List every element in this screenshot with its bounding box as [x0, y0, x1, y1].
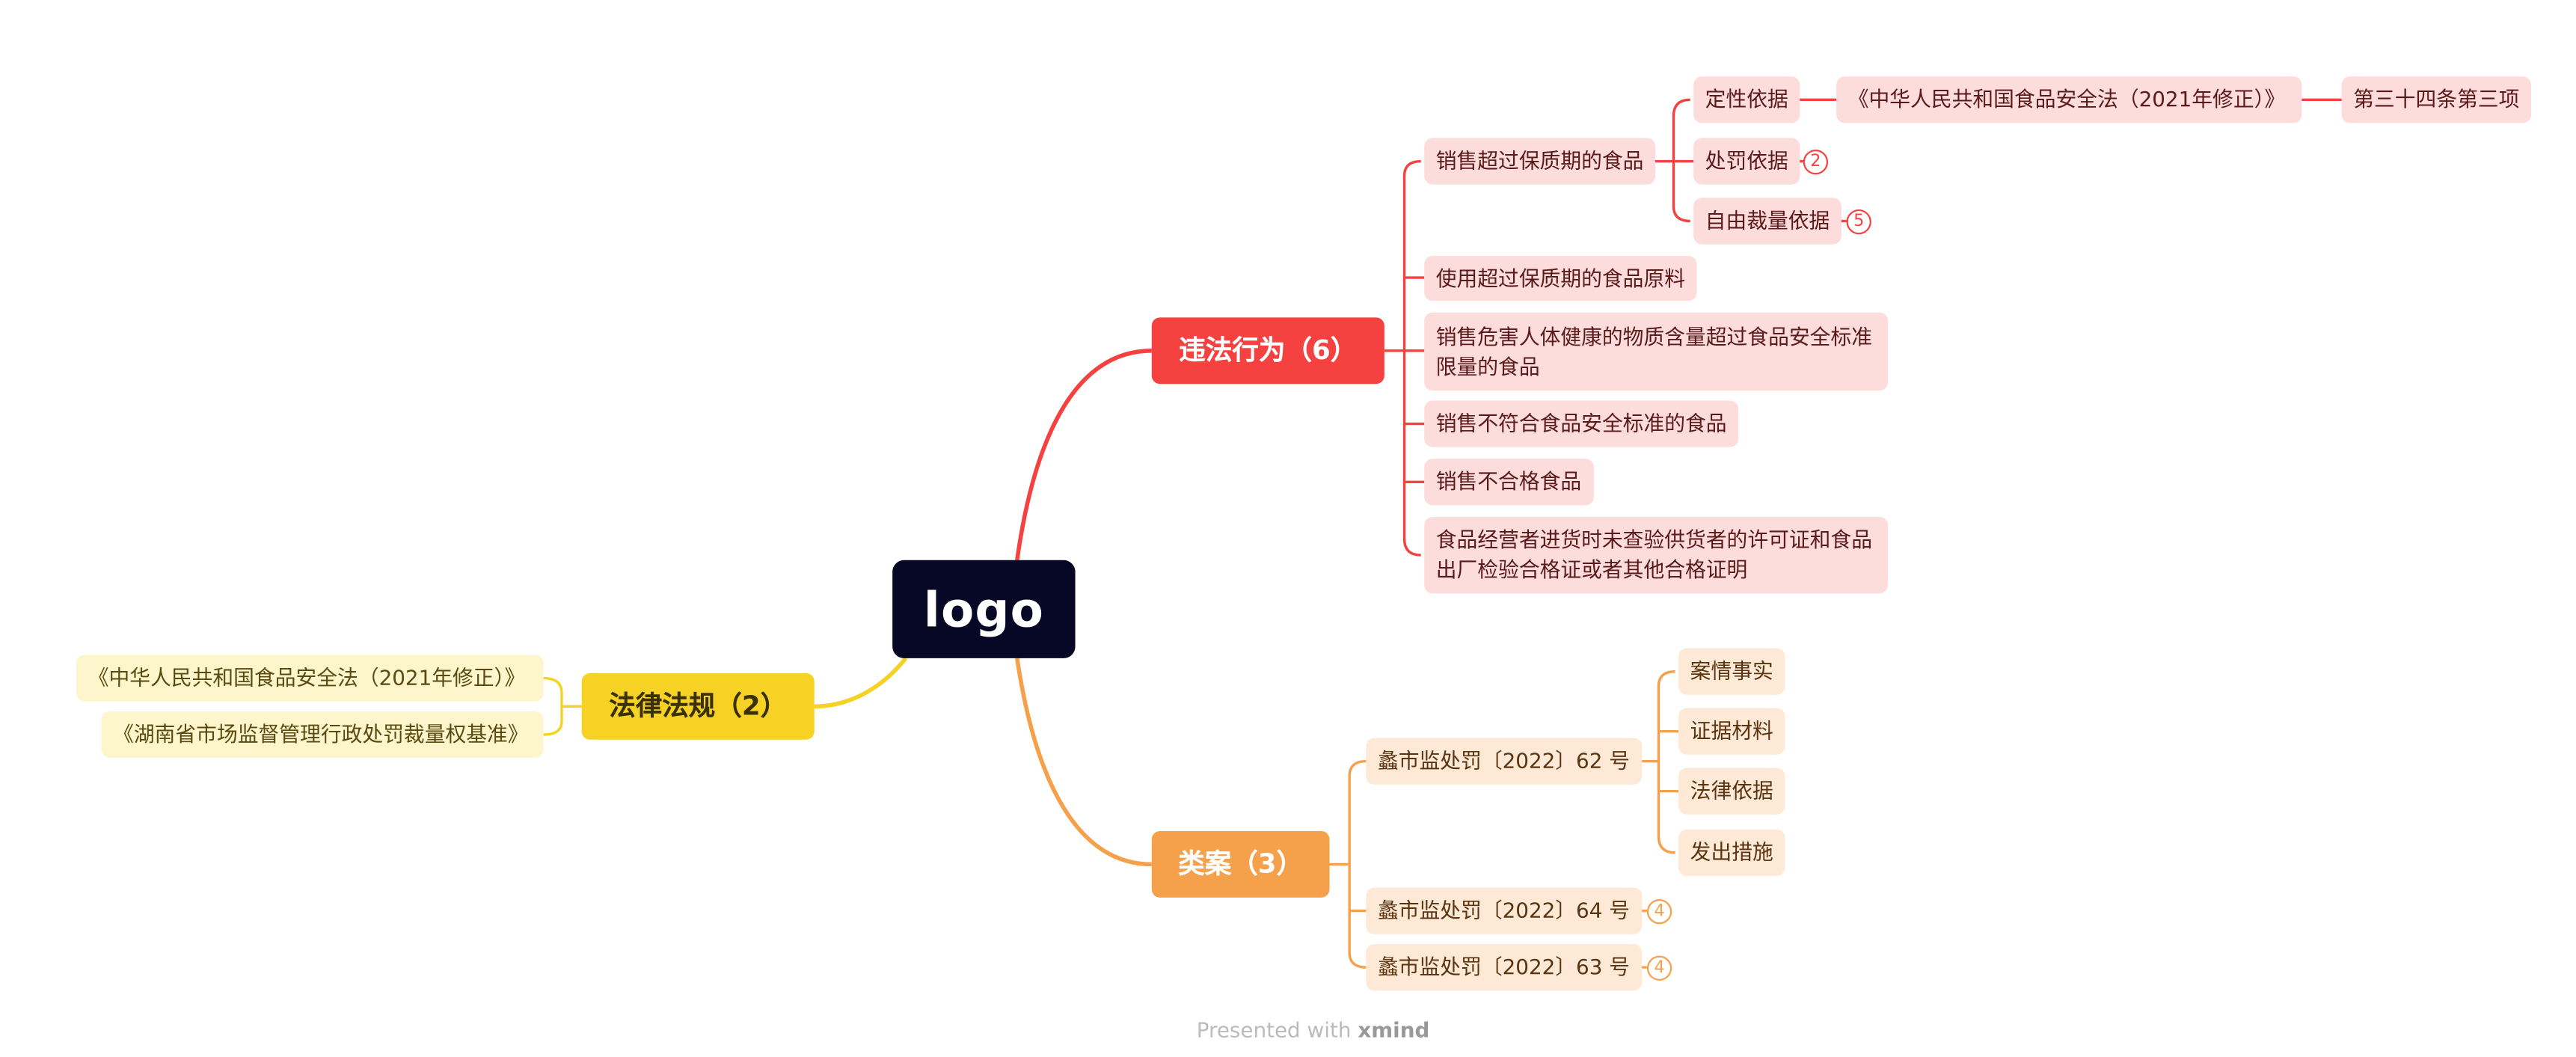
- case-item-label: 蠡市监处罚〔2022〕62 号: [1377, 747, 1631, 773]
- violation-item[interactable]: 销售不合格食品: [1424, 459, 1593, 506]
- violation-item-label: 食品经营者进货时未查验供货者的许可证和食品出厂检验合格证或者其他合格证明: [1435, 527, 1873, 582]
- violation-item[interactable]: 销售危害人体健康的物质含量超过食品安全标准限量的食品: [1424, 312, 1889, 391]
- violation-item-label: 销售不符合食品安全标准的食品: [1435, 410, 1727, 436]
- branch-violations[interactable]: 违法行为（6）: [1151, 317, 1384, 384]
- violation-item-label: 销售不合格食品: [1435, 468, 1582, 494]
- collapsed-count-badge[interactable]: 4: [1646, 955, 1672, 981]
- case-detail[interactable]: 案情事实: [1678, 648, 1785, 695]
- detail-label: 定性依据: [1705, 86, 1788, 111]
- law-item[interactable]: 《湖南省市场监督管理行政处罚裁量权基准》: [101, 711, 544, 759]
- case-detail-label: 证据材料: [1690, 717, 1773, 744]
- branch-laws-label: 法律法规（2）: [609, 690, 788, 722]
- central-topic-label: logo: [923, 580, 1044, 638]
- case-detail[interactable]: 证据材料: [1678, 708, 1785, 755]
- basis-law-label: 《中华人民共和国食品安全法（2021年修正）》: [1847, 86, 2286, 111]
- case-item-label: 蠡市监处罚〔2022〕64 号: [1377, 897, 1631, 923]
- branch-cases-label: 类案（3）: [1178, 848, 1304, 880]
- basis-article[interactable]: 第三十四条第三项: [2341, 76, 2531, 123]
- xmind-brand: xmind: [1358, 1017, 1430, 1043]
- detail-discretion-basis[interactable]: 自由裁量依据: [1693, 197, 1841, 245]
- collapsed-count-badge[interactable]: 2: [1803, 149, 1829, 175]
- collapsed-count-badge[interactable]: 5: [1846, 209, 1871, 235]
- basis-law-title[interactable]: 《中华人民共和国食品安全法（2021年修正）》: [1836, 76, 2302, 123]
- violation-item[interactable]: 食品经营者进货时未查验供货者的许可证和食品出厂检验合格证或者其他合格证明: [1424, 517, 1889, 594]
- case-detail[interactable]: 法律依据: [1678, 768, 1785, 815]
- footer-prefix: Presented with: [1196, 1017, 1352, 1043]
- detail-label: 处罚依据: [1705, 147, 1788, 174]
- case-item-label: 蠡市监处罚〔2022〕63 号: [1377, 954, 1631, 979]
- violation-item-label: 使用超过保质期的食品原料: [1435, 265, 1686, 290]
- detail-qualitative-basis[interactable]: 定性依据: [1693, 76, 1800, 123]
- collapsed-count-badge[interactable]: 4: [1646, 899, 1672, 925]
- branch-cases[interactable]: 类案（3）: [1151, 830, 1330, 898]
- case-detail-label: 法律依据: [1690, 777, 1773, 803]
- branch-laws[interactable]: 法律法规（2）: [581, 673, 815, 740]
- violation-item[interactable]: 销售超过保质期的食品: [1424, 138, 1656, 185]
- violation-item[interactable]: 使用超过保质期的食品原料: [1424, 256, 1697, 301]
- violation-item[interactable]: 销售不符合食品安全标准的食品: [1424, 400, 1739, 447]
- law-item-label: 《湖南省市场监督管理行政处罚裁量权基准》: [113, 721, 529, 747]
- law-item[interactable]: 《中华人民共和国食品安全法（2021年修正）》: [76, 655, 544, 702]
- law-item-label: 《中华人民共和国食品安全法（2021年修正）》: [88, 664, 526, 690]
- case-item[interactable]: 蠡市监处罚〔2022〕62 号: [1366, 738, 1642, 785]
- central-topic-logo[interactable]: logo: [892, 560, 1076, 658]
- violation-item-label: 销售超过保质期的食品: [1435, 147, 1644, 174]
- detail-penalty-basis[interactable]: 处罚依据: [1693, 138, 1800, 185]
- case-detail-label: 案情事实: [1690, 658, 1773, 684]
- case-detail-label: 发出措施: [1690, 839, 1773, 865]
- case-detail[interactable]: 发出措施: [1678, 829, 1785, 876]
- branch-violations-label: 违法行为（6）: [1179, 334, 1358, 366]
- detail-label: 自由裁量依据: [1705, 207, 1830, 233]
- presented-with-footer: Presented with xmind: [1197, 1017, 1430, 1042]
- violation-item-label: 销售危害人体健康的物质含量超过食品安全标准限量的食品: [1435, 323, 1873, 379]
- case-item[interactable]: 蠡市监处罚〔2022〕63 号: [1366, 944, 1642, 991]
- case-item[interactable]: 蠡市监处罚〔2022〕64 号: [1366, 887, 1642, 934]
- basis-article-label: 第三十四条第三项: [2353, 86, 2520, 111]
